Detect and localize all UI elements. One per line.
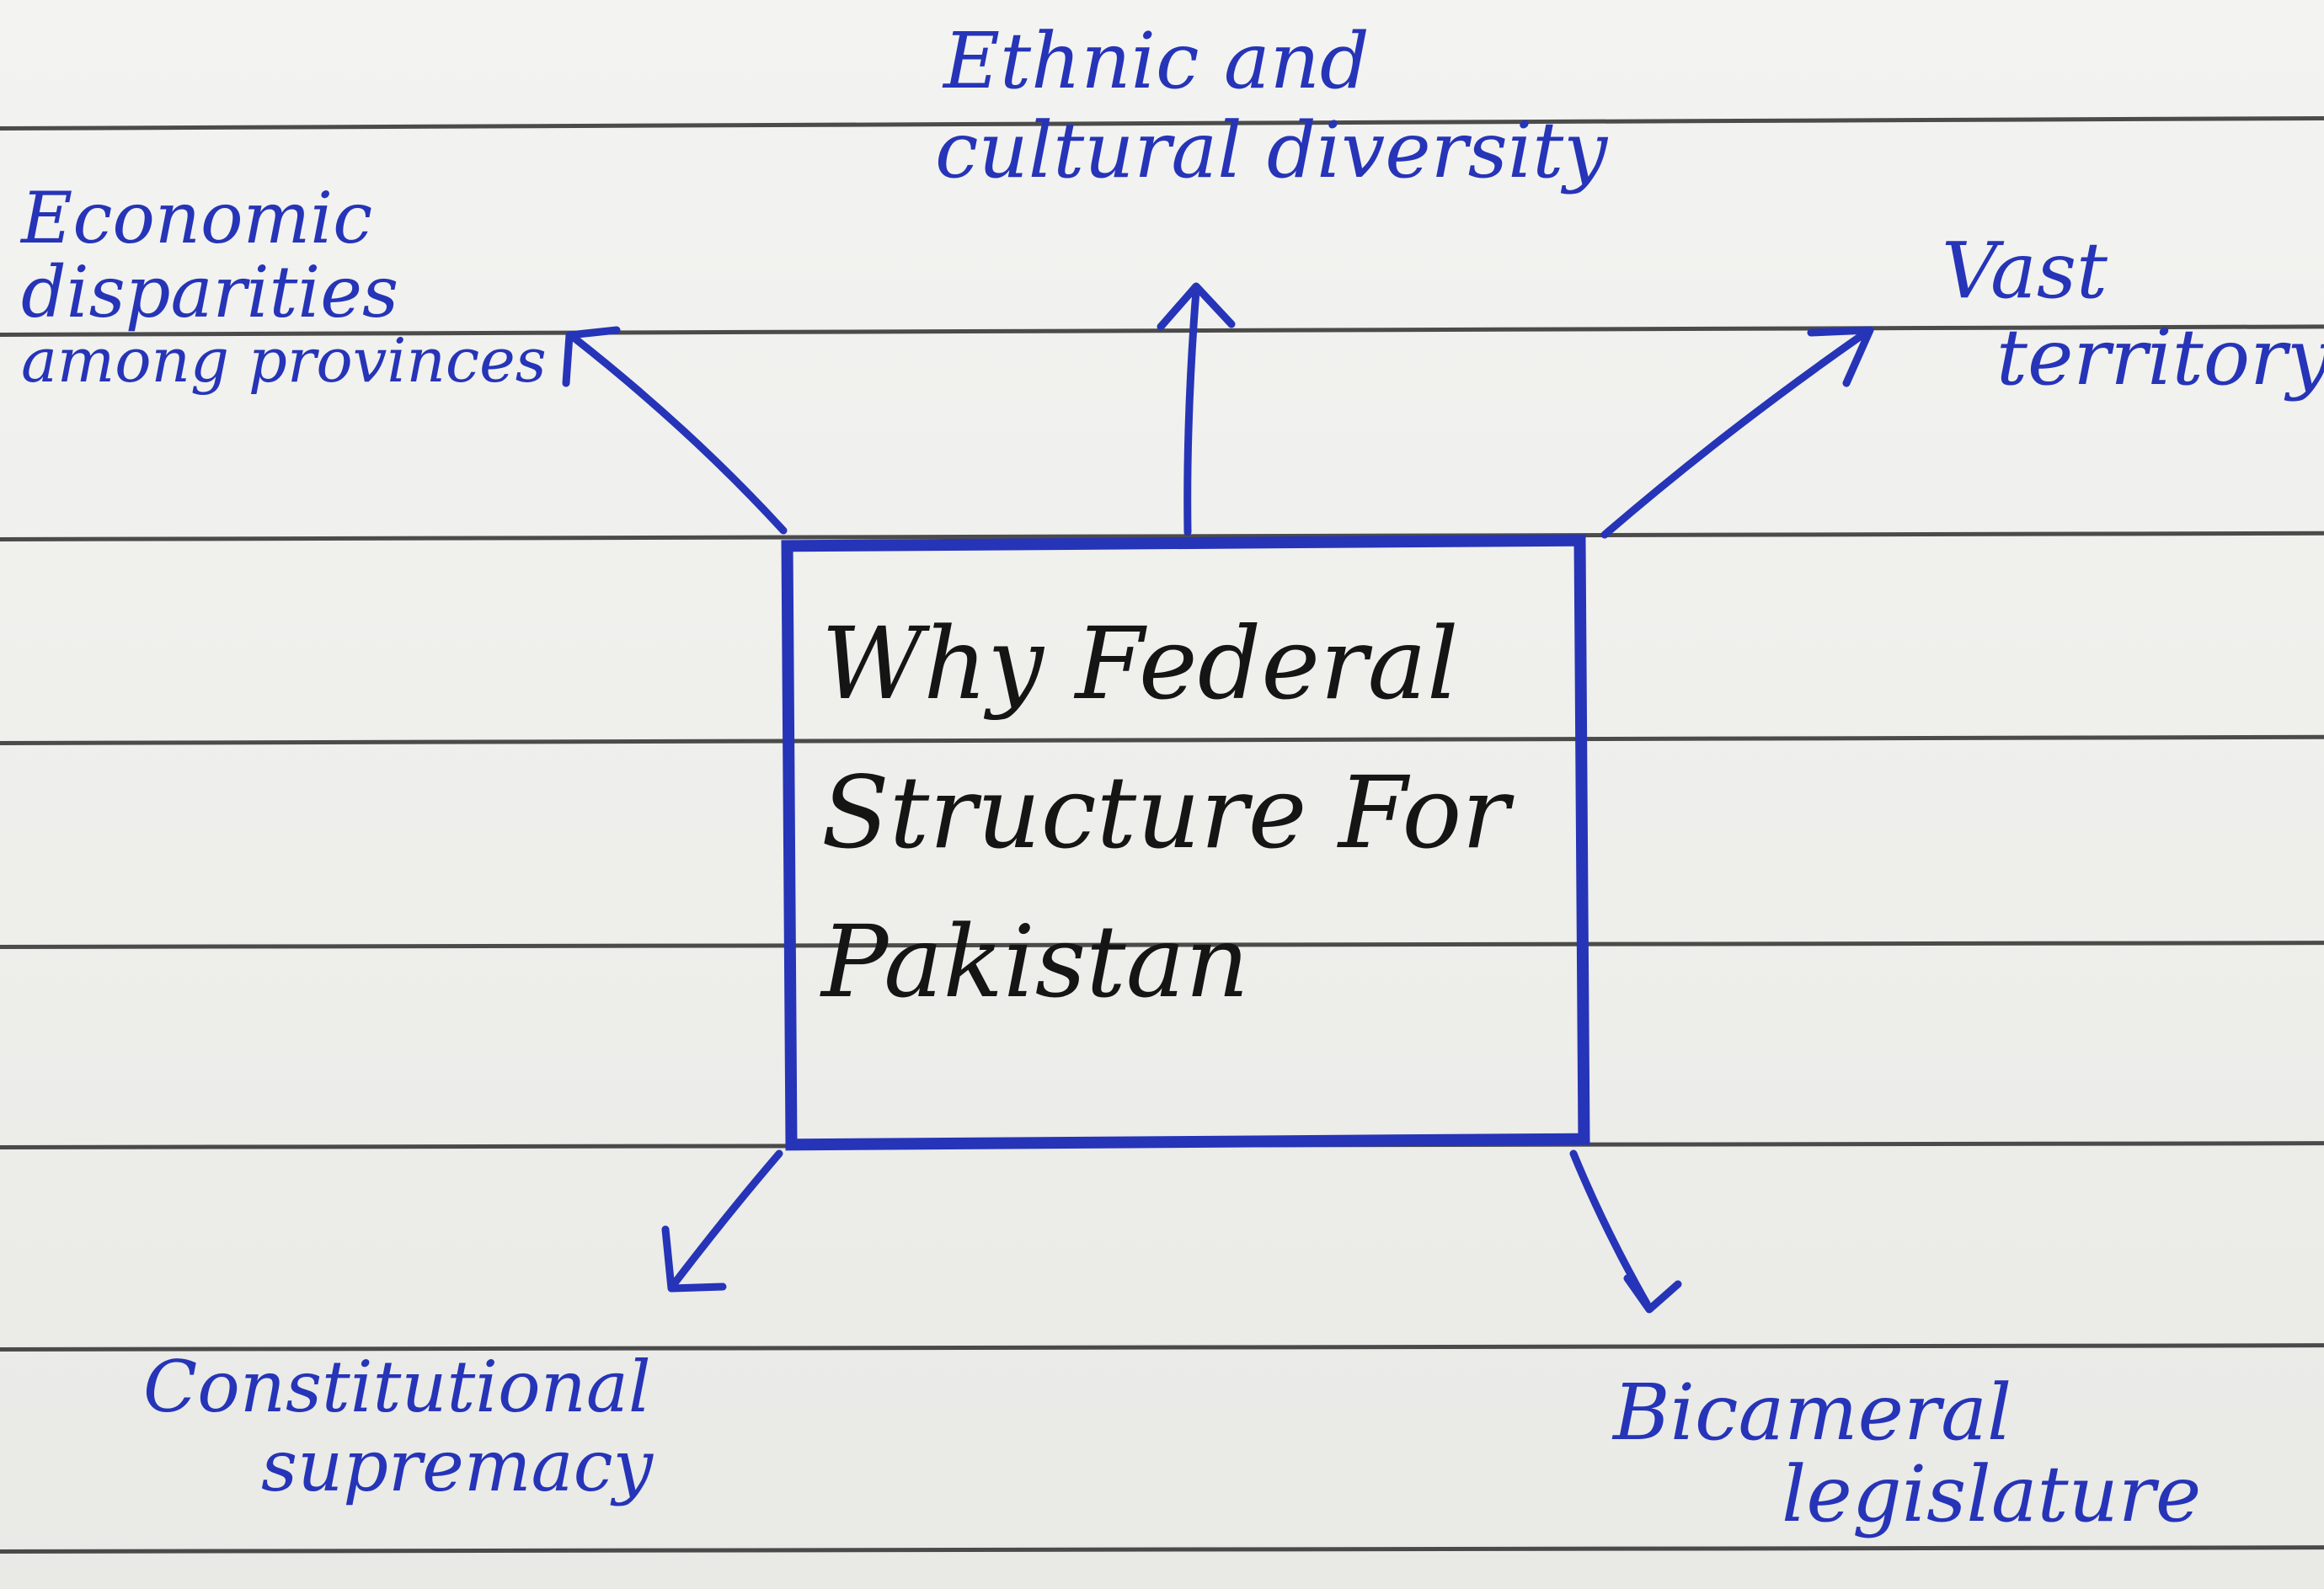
label-bottom-left: Constitutional supremacy <box>143 1347 653 1506</box>
label-bottom-right: Bicameral legislature <box>1613 1368 2202 1539</box>
center-title: Why Federal Structure For Pakistan <box>821 589 1509 1037</box>
arrow-icon <box>1569 1149 1682 1314</box>
label-bottom-right-line: Bicameral <box>1613 1368 2012 1458</box>
label-top-left-line: disparities <box>21 251 399 334</box>
center-title-line: Structure For <box>821 755 1509 871</box>
label-bottom-right-line: legislature <box>1782 1448 2202 1539</box>
center-title-line: Pakistan <box>821 904 1250 1020</box>
arrow-icon <box>1157 282 1236 536</box>
label-top-line: Ethnic and <box>943 16 1370 106</box>
label-top: Ethnic and cultural diversity <box>935 17 1607 195</box>
label-top-left-line: Economic <box>21 177 373 259</box>
rule-line <box>0 1545 2324 1554</box>
arrow-icon <box>1600 326 1874 539</box>
label-top-right-line: territory <box>1996 312 2324 403</box>
label-top-left-line: among provinces <box>21 325 547 397</box>
arrow-icon <box>562 326 788 535</box>
label-top-line: cultural diversity <box>935 104 1608 195</box>
label-top-right: Vast territory <box>1942 227 2324 401</box>
center-title-line: Why Federal <box>821 605 1459 722</box>
label-top-right-line: Vast <box>1942 226 2108 316</box>
arrow-icon <box>661 1149 783 1293</box>
label-bottom-left-line: supremacy <box>261 1425 654 1508</box>
label-top-left: Economic disparities among provinces <box>21 181 547 393</box>
label-bottom-left-line: Constitutional <box>143 1346 651 1428</box>
